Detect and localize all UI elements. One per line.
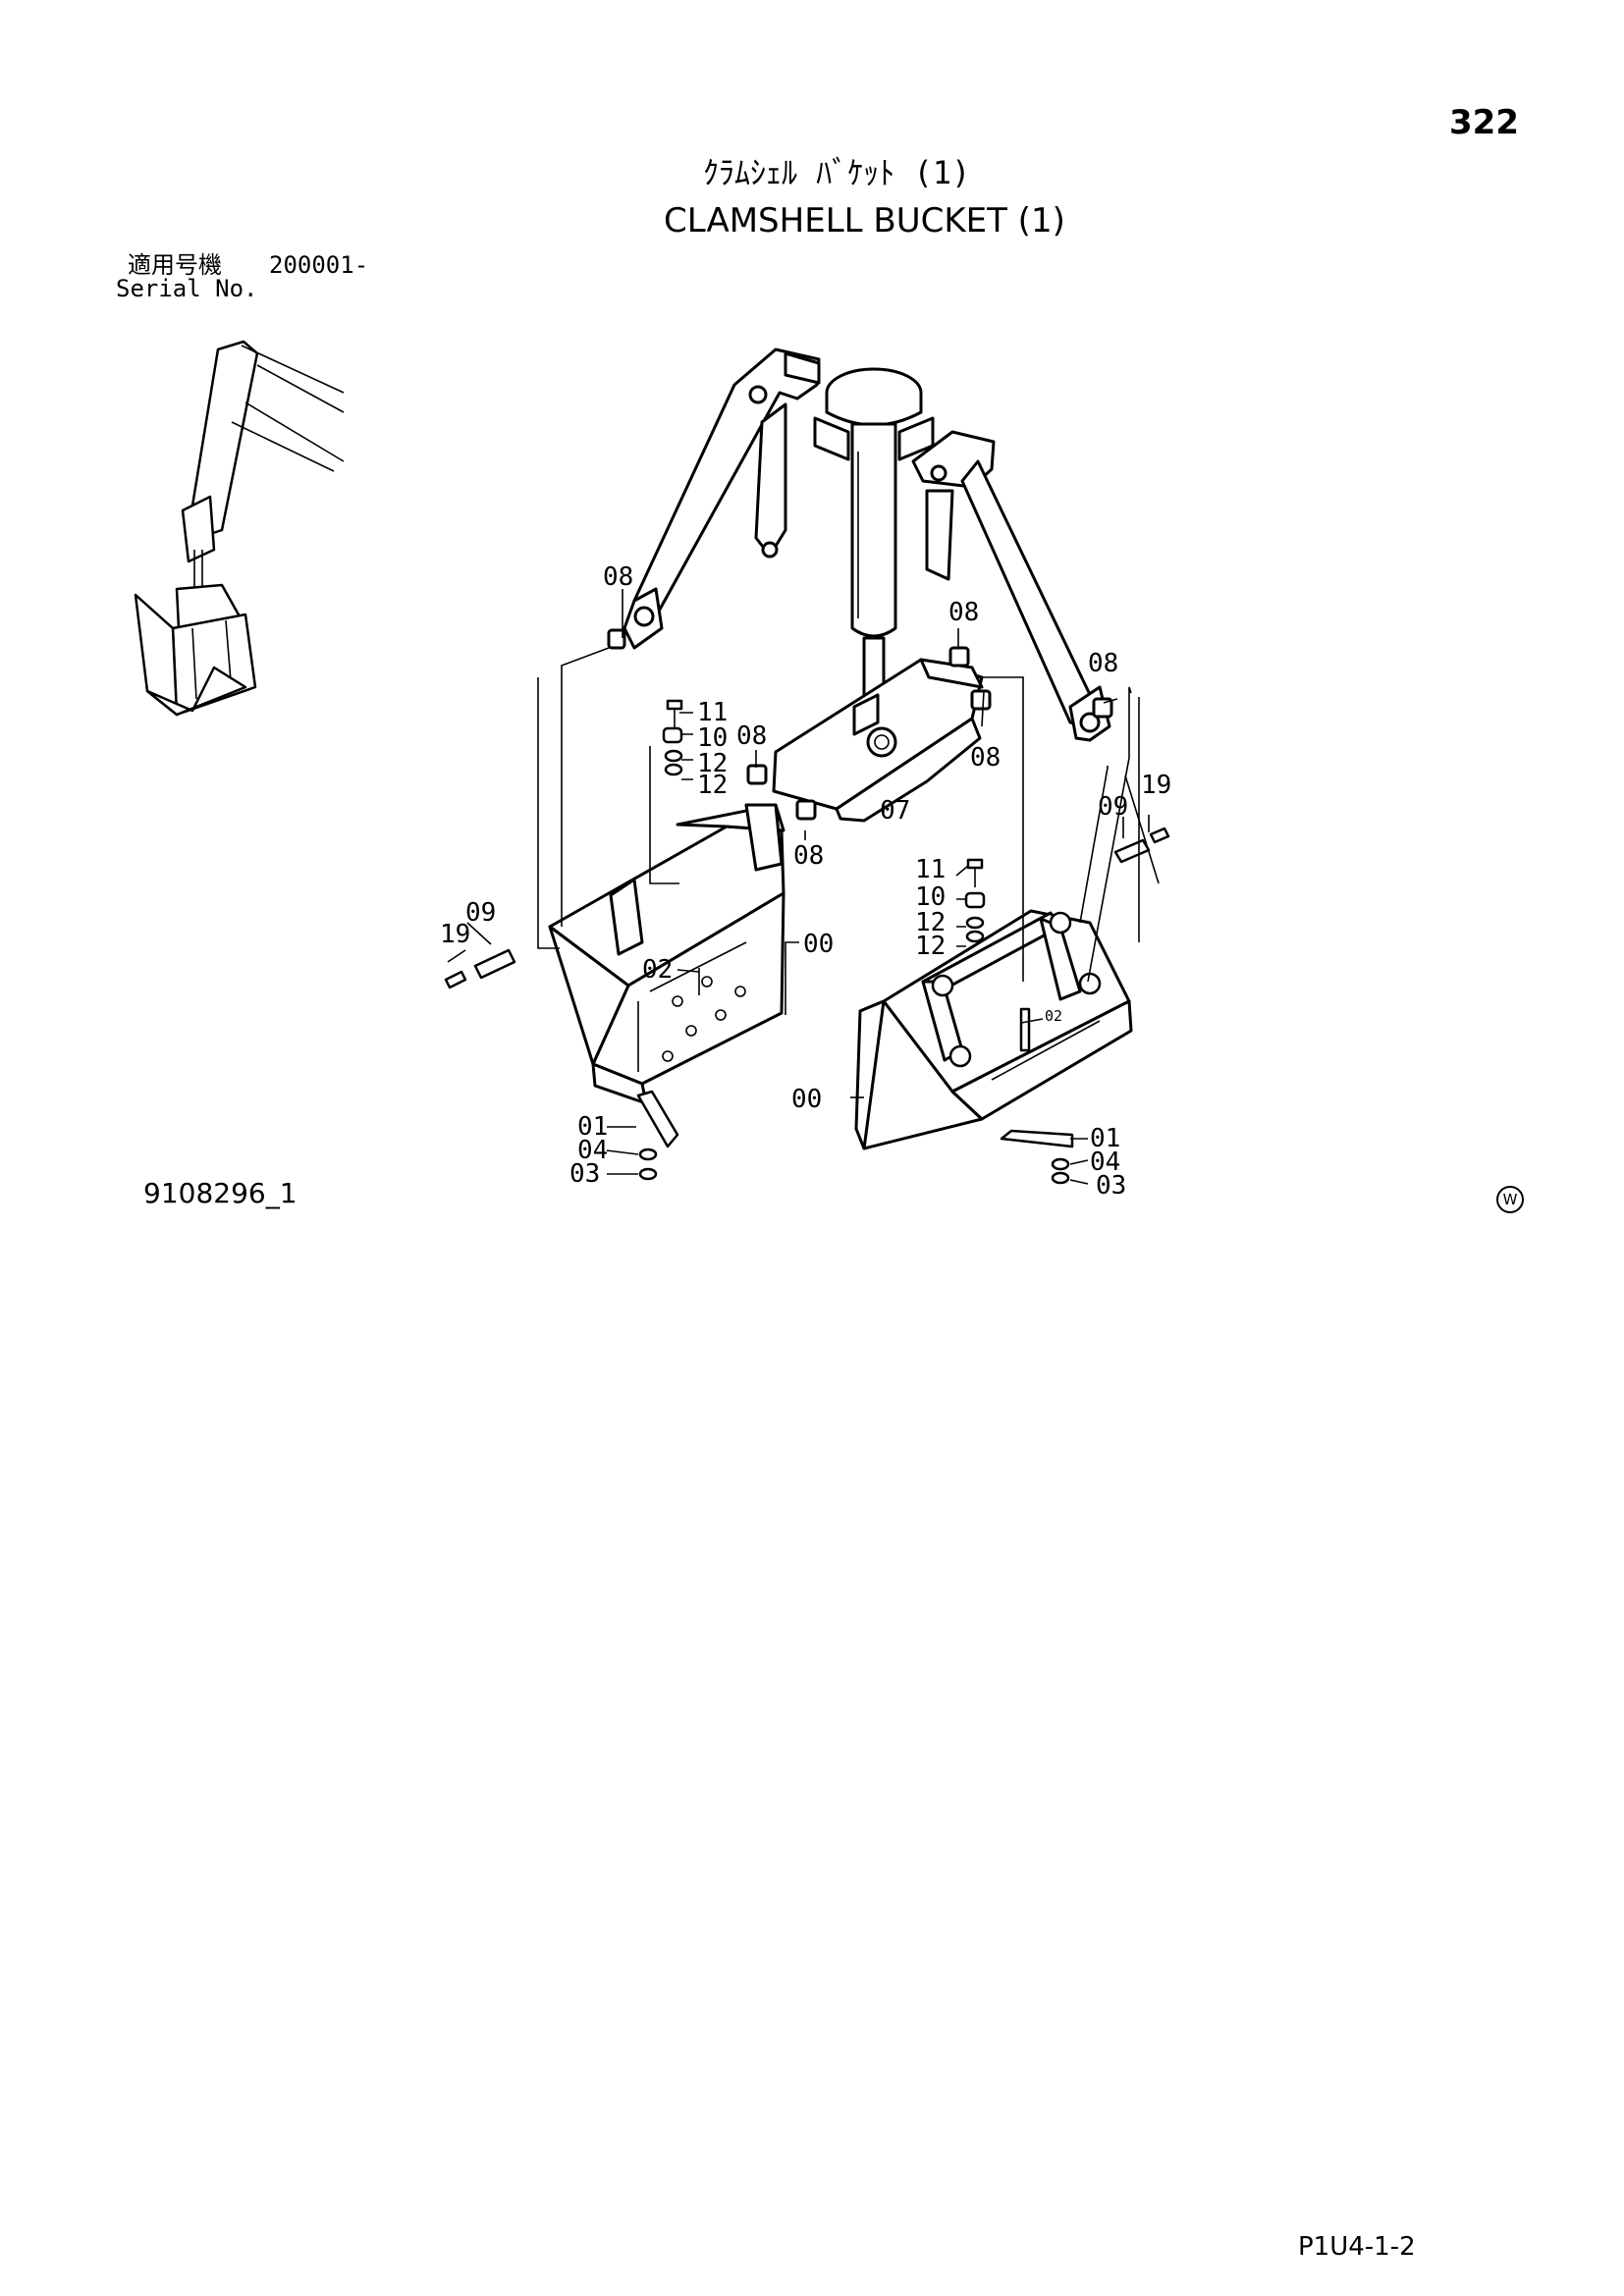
w-mark-icon: W: [1496, 1186, 1524, 1213]
excavator-thumbnail: [134, 340, 345, 717]
serial-label-japanese: 適用号機: [128, 251, 222, 279]
callout-01: 01: [1090, 1124, 1120, 1153]
callout-08: 08: [603, 562, 633, 592]
callout-01: 01: [577, 1112, 608, 1142]
callout-12: 12: [697, 771, 728, 800]
callout-08: 08: [948, 598, 979, 627]
callout-09: 09: [1098, 792, 1128, 822]
page-title-japanese: ｸﾗﾑｼｪﾙ ﾊﾞｹｯﾄ (1): [703, 154, 971, 191]
callout-07: 07: [880, 796, 910, 826]
serial-number-range: 200001-: [269, 251, 369, 279]
fastener-group-right: [964, 858, 986, 943]
footer-code: P1U4-1-2: [1298, 2232, 1416, 2262]
center-plate: [772, 658, 984, 823]
callout-08: 08: [793, 841, 824, 871]
callout-02: 02: [642, 955, 673, 985]
callout-19: 19: [440, 920, 470, 949]
callout-19: 19: [1141, 771, 1171, 800]
bucket-half-left: [548, 803, 785, 1181]
callout-11: 11: [915, 855, 946, 884]
callout-02: 02: [1045, 1007, 1062, 1025]
callout-labels: 08 08 08 08 08 08 11 10 12 12 07 19 09 0…: [440, 562, 1171, 1201]
leader-lines: [447, 589, 1160, 1185]
callout-11: 11: [697, 698, 728, 727]
callout-08: 08: [736, 721, 767, 751]
callout-04: 04: [1090, 1148, 1120, 1177]
bucket-half-right: [854, 909, 1133, 1185]
callout-12: 12: [697, 749, 728, 778]
page-title: CLAMSHELL BUCKET (1): [664, 201, 1065, 240]
arm-link-left: [623, 347, 821, 650]
callout-04: 04: [577, 1136, 608, 1165]
callout-08: 08: [970, 743, 1001, 773]
hydraulic-cylinder: [813, 367, 935, 713]
callout-12: 12: [915, 932, 946, 961]
figure-id: 9108296_1: [143, 1177, 298, 1209]
callout-10: 10: [697, 723, 728, 753]
callout-08: 08: [1088, 649, 1118, 678]
serial-label: Serial No.: [116, 275, 258, 302]
pin-left: [444, 948, 516, 989]
callout-00: 00: [791, 1085, 822, 1114]
callout-00: 00: [803, 930, 834, 959]
page-number: 322: [1449, 103, 1519, 142]
callout-12: 12: [915, 908, 946, 937]
callout-10: 10: [915, 882, 946, 912]
callout-03: 03: [1096, 1171, 1126, 1201]
fastener-group-left: [662, 699, 683, 776]
bushings: [607, 628, 1113, 821]
callout-09: 09: [465, 898, 496, 928]
callout-03: 03: [569, 1159, 600, 1189]
